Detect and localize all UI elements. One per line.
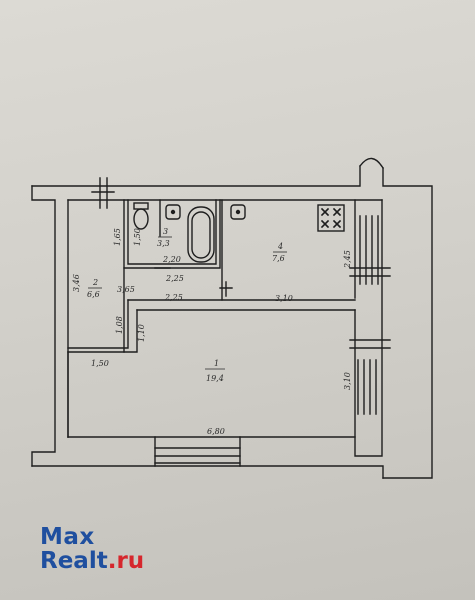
room-3-label: 3 3,3 bbox=[157, 227, 172, 248]
hall-left-wall-2 bbox=[67, 299, 129, 349]
kitchen-ticks bbox=[349, 267, 391, 277]
watermark-ru: .ru bbox=[107, 548, 145, 574]
apartment-wall-right bbox=[354, 199, 383, 457]
bath-block bbox=[123, 199, 221, 269]
wc-sink-drain bbox=[170, 209, 176, 215]
room-2-label: 2 6,6 bbox=[87, 278, 102, 299]
svg-text:7,6: 7,6 bbox=[272, 254, 285, 263]
dim-1-50-room: 1,50 bbox=[91, 359, 109, 368]
svg-text:19,4: 19,4 bbox=[206, 374, 224, 383]
outer-wall-left bbox=[31, 185, 56, 467]
kitchen-sink bbox=[230, 204, 246, 220]
maxrealt-watermark: Max Realt.ru bbox=[40, 525, 144, 573]
dim-2-25-bath: 2,25 bbox=[165, 274, 184, 283]
dim-3-10-kitchen: 3,10 bbox=[275, 294, 293, 303]
dim-2-20: 2,20 bbox=[162, 255, 181, 264]
outer-wall-top bbox=[31, 165, 433, 479]
hall-room-jamb bbox=[123, 309, 138, 353]
watermark-realt-text: Realt bbox=[40, 548, 108, 574]
svg-text:1: 1 bbox=[214, 359, 219, 368]
svg-text:2: 2 bbox=[92, 278, 98, 287]
room-4-label: 4 7,6 bbox=[272, 242, 287, 263]
outer-wall-bottom bbox=[31, 465, 384, 479]
room-ticks bbox=[349, 339, 391, 349]
svg-text:4: 4 bbox=[277, 242, 283, 251]
door-swing bbox=[359, 157, 384, 169]
stove bbox=[317, 204, 345, 232]
dim-1-10: 1,10 bbox=[137, 324, 146, 342]
watermark-max: Max bbox=[40, 524, 95, 550]
watermark-realt: Realt.ru bbox=[40, 549, 144, 573]
dim-1-65: 1,65 bbox=[113, 228, 122, 246]
kitchen-window bbox=[359, 215, 379, 285]
svg-text:3,3: 3,3 bbox=[157, 239, 170, 248]
stove-burners bbox=[320, 207, 342, 229]
dim-2-45: 2,45 bbox=[343, 250, 352, 269]
dim-1-50-top: 1,50 bbox=[133, 228, 142, 246]
bathtub bbox=[187, 206, 215, 263]
toilet-tank bbox=[133, 202, 149, 210]
svg-text:3: 3 bbox=[163, 227, 168, 236]
ventilation-mark bbox=[219, 281, 233, 297]
dim-2-25-hall: 2,25 bbox=[164, 293, 183, 302]
bathtub-inner bbox=[191, 211, 211, 259]
bottom-window-jamb bbox=[154, 436, 241, 467]
bottom-window bbox=[154, 447, 241, 464]
dim-1-08: 1,08 bbox=[115, 316, 124, 334]
room-window bbox=[357, 359, 377, 415]
svg-text:6,6: 6,6 bbox=[87, 290, 100, 299]
dim-3-46: 3,46 bbox=[72, 274, 81, 292]
room-1-label: 1 19,4 bbox=[205, 359, 225, 383]
dim-3-10-room: 3,10 bbox=[343, 372, 352, 390]
wc-sink bbox=[165, 204, 181, 220]
entrance-marks bbox=[91, 177, 115, 209]
dim-3-65: 3,65 bbox=[117, 285, 135, 294]
kitchen-sink-drain bbox=[235, 209, 241, 215]
toilet-bowl bbox=[133, 208, 149, 230]
dim-6-80: 6,80 bbox=[207, 427, 225, 436]
bath-inner bbox=[127, 199, 217, 265]
